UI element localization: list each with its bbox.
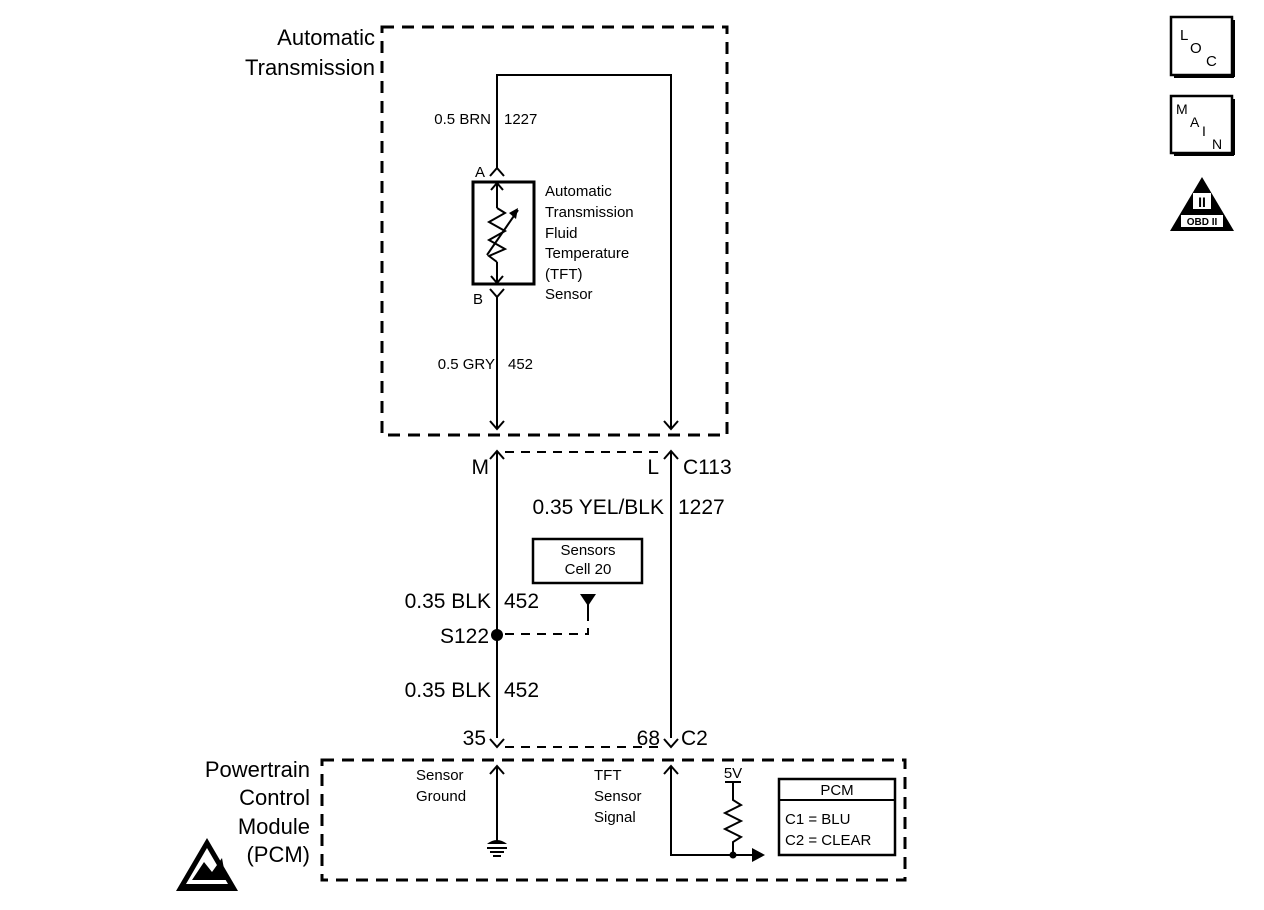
- at-title-line1: Automatic: [277, 25, 375, 50]
- svg-text:(PCM): (PCM): [246, 842, 310, 867]
- at-wire-top-circuit: 1227: [504, 111, 537, 128]
- wire-blk-lower-circuit: 452: [504, 679, 539, 702]
- pin-b-terminal: [489, 288, 505, 299]
- ground-icon: [487, 840, 507, 857]
- svg-text:Sensor: Sensor: [416, 767, 464, 784]
- svg-text:Signal: Signal: [594, 809, 636, 826]
- c113-pin-m: M: [472, 456, 490, 479]
- svg-text:II: II: [1198, 194, 1206, 210]
- signal-wire-internal: [670, 766, 758, 856]
- svg-text:O: O: [1190, 40, 1202, 57]
- voltage-label: 5V: [724, 765, 742, 782]
- c2-pin-68: 68: [637, 727, 660, 750]
- svg-text:C: C: [1206, 53, 1217, 70]
- ref-box-line1: Sensors: [560, 542, 615, 559]
- sensor-ground-label: Sensor Ground: [416, 767, 466, 805]
- svg-text:Control: Control: [239, 785, 310, 810]
- svg-text:A: A: [1190, 114, 1200, 130]
- at-wire-bottom-circuit: 452: [508, 356, 533, 373]
- wire-1227-internal: [496, 74, 672, 428]
- signal-output-arrow: [752, 848, 765, 862]
- c113-l-female: [663, 420, 679, 431]
- ground-arrow: [489, 764, 505, 775]
- sensors-cell-ref-box: [531, 537, 644, 585]
- c2-connector-id: C2: [681, 727, 708, 750]
- svg-text:I: I: [1202, 123, 1206, 139]
- pin-a-label: A: [475, 164, 485, 181]
- pcm-legend-c1: C1 = BLU: [785, 811, 850, 828]
- at-wire-bottom-gauge: 0.5 GRY: [438, 356, 495, 373]
- c2-68-terminal: [663, 738, 679, 749]
- pcm-component-boundary: [320, 758, 907, 882]
- svg-text:M: M: [1176, 101, 1188, 117]
- svg-text:Ground: Ground: [416, 788, 466, 805]
- ref-dashed-line: [505, 612, 589, 635]
- pcm-legend-box: [777, 777, 897, 857]
- pcm-title: Powertrain Control Module (PCM): [205, 757, 310, 867]
- svg-text:OBD II: OBD II: [1187, 217, 1218, 228]
- ref-box-line2: Cell 20: [565, 561, 612, 578]
- c2-35-terminal: [489, 738, 505, 749]
- at-title-line2: Transmission: [245, 55, 375, 80]
- splice-label: S122: [440, 625, 489, 648]
- svg-text:N: N: [1212, 136, 1222, 152]
- c113-connector-id: C113: [683, 456, 732, 479]
- svg-text:Fluid: Fluid: [545, 225, 578, 242]
- tft-signal-label: TFT Sensor Signal: [594, 767, 642, 826]
- resistor-junction: [729, 851, 737, 859]
- svg-text:Powertrain: Powertrain: [205, 757, 310, 782]
- tft-sensor-name: Automatic Transmission Fluid Temperature…: [545, 183, 634, 303]
- wire-yel-gauge: 0.35 YEL/BLK: [532, 496, 664, 519]
- pcm-legend-c2: C2 = CLEAR: [785, 832, 871, 849]
- wire-blk-upper-gauge: 0.35 BLK: [405, 590, 491, 613]
- svg-text:Module: Module: [238, 814, 310, 839]
- c113-pin-l: L: [647, 456, 659, 479]
- pullup-resistor-icon: [722, 782, 744, 855]
- pcm-legend-title: PCM: [820, 782, 853, 799]
- svg-text:(TFT): (TFT): [545, 266, 582, 283]
- splice-dot: [491, 629, 503, 641]
- at-wire-top-gauge: 0.5 BRN: [434, 111, 491, 128]
- wire-yel-circuit: 1227: [678, 496, 725, 519]
- main-icon[interactable]: M A I N: [1169, 94, 1235, 156]
- c113-l-male: [663, 449, 679, 460]
- c113-m-male: [489, 449, 505, 460]
- wire-blk-lower-gauge: 0.35 BLK: [405, 679, 491, 702]
- svg-text:Sensor: Sensor: [594, 788, 642, 805]
- loc-icon[interactable]: L O C: [1169, 15, 1235, 78]
- svg-text:Temperature: Temperature: [545, 245, 629, 262]
- c2-pin-35: 35: [463, 727, 486, 750]
- at-component-boundary: [380, 25, 729, 437]
- esd-warning-icon: [176, 838, 238, 891]
- svg-text:TFT: TFT: [594, 767, 622, 784]
- tft-sensor-body: [471, 180, 536, 286]
- c113-m-female: [489, 420, 505, 431]
- pin-b-label: B: [473, 291, 483, 308]
- svg-text:Automatic: Automatic: [545, 183, 612, 200]
- signal-arrow: [663, 764, 679, 775]
- svg-text:L: L: [1180, 27, 1188, 44]
- wire-blk-upper-circuit: 452: [504, 590, 539, 613]
- svg-text:Sensor: Sensor: [545, 286, 593, 303]
- thermistor-symbol: [486, 181, 519, 285]
- obd-ii-icon[interactable]: II OBD II: [1170, 177, 1234, 231]
- svg-text:Transmission: Transmission: [545, 204, 634, 221]
- pin-a-terminal: [489, 166, 505, 177]
